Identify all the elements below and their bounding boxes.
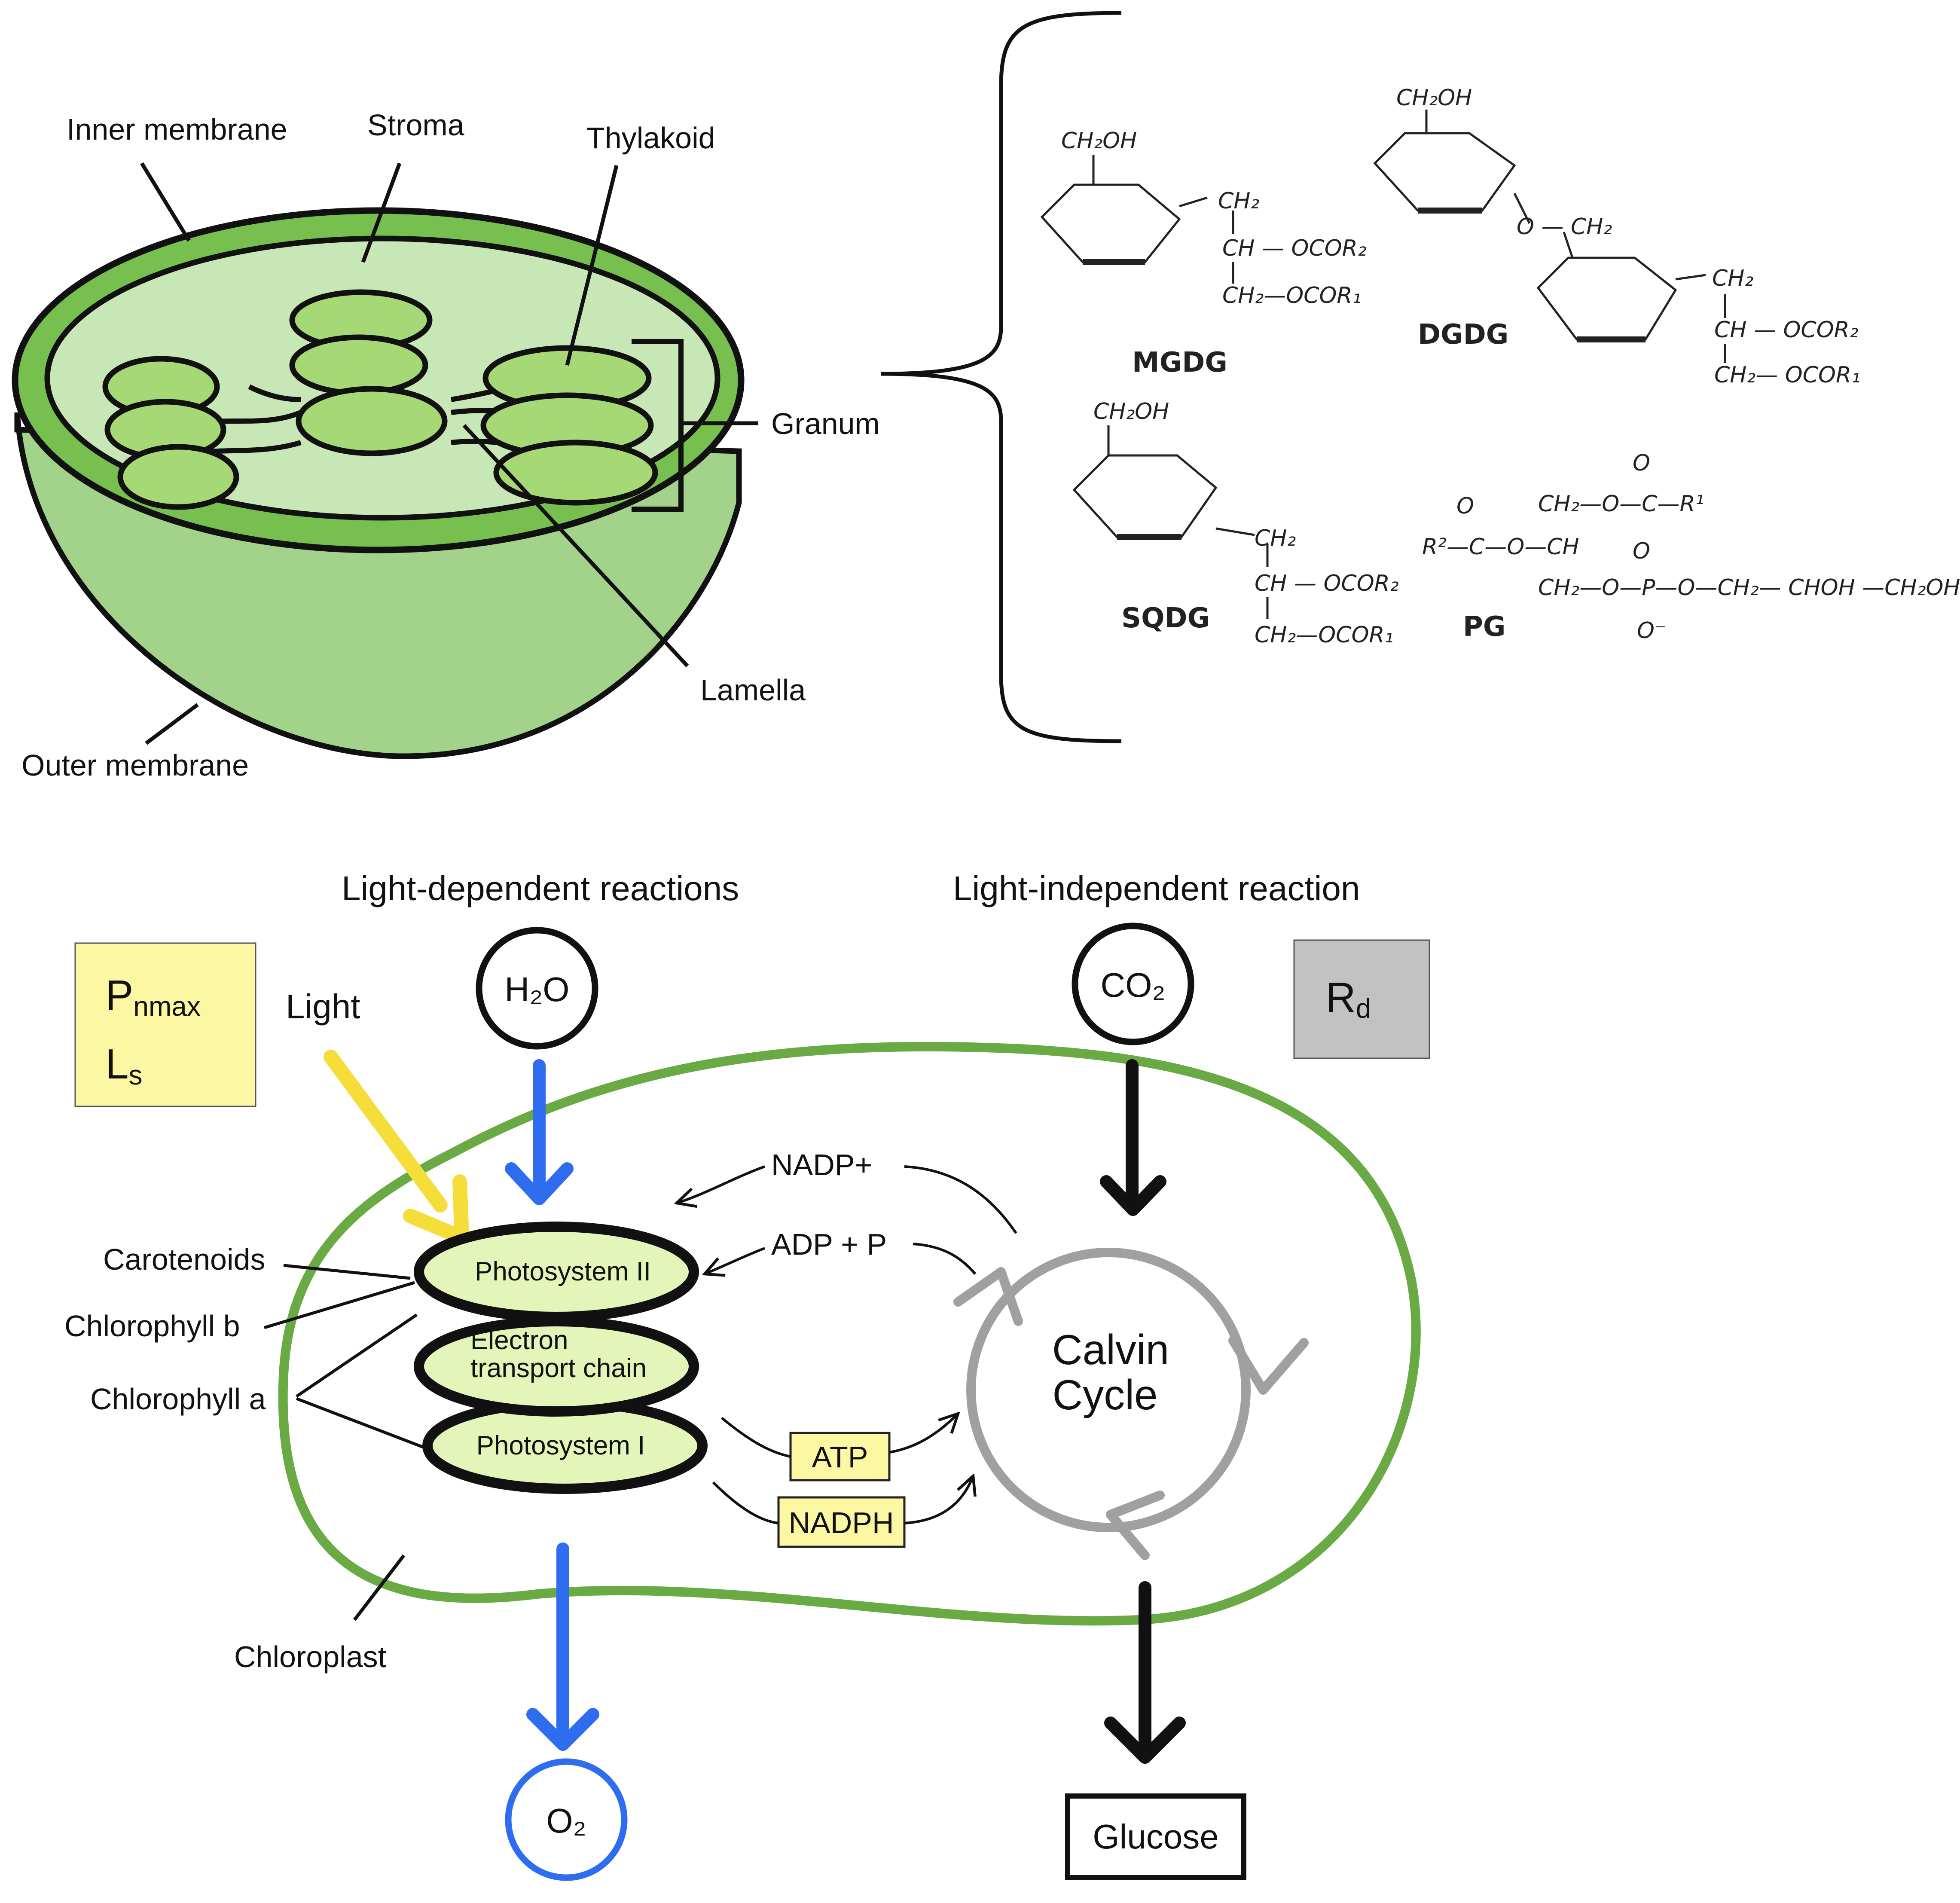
leader-lines	[140, 162, 758, 745]
h2o-arrow-head	[505, 1162, 574, 1205]
pigment-leaders	[263, 1264, 426, 1450]
pnmax-ls-box	[74, 942, 256, 1107]
thylakoid-disc	[493, 440, 658, 506]
pg-line3: CH₂—O—P—O—CH₂— CHOH —CH₂OH	[1538, 575, 1960, 601]
h2o-circle	[476, 927, 598, 1050]
light-label: Light	[286, 987, 360, 1026]
grana	[102, 289, 658, 510]
chloroplast-outline	[278, 1042, 1421, 1626]
atp-box	[789, 1432, 891, 1481]
glucose-label: Glucose	[1093, 1817, 1218, 1856]
sqdg-structure	[1072, 425, 1269, 619]
pg-line1: CH₂—O—C—R¹	[1538, 491, 1704, 517]
co2-circle	[1072, 922, 1194, 1045]
header-light-dependent: Light-dependent reactions	[342, 869, 739, 907]
thylakoid-disc	[117, 444, 239, 510]
calvin-label-line1: Calvin	[1052, 1326, 1169, 1373]
co2-arrow-head	[1100, 1175, 1166, 1216]
label-granum: Granum	[771, 407, 880, 440]
glucose-arrow-head	[1104, 1717, 1186, 1764]
pg-oxygen-top: O	[1633, 450, 1650, 476]
chlorophyll-b-label: Chlorophyll b	[64, 1309, 240, 1343]
lipid-structures: CH₂OH CH₂ CH — OCOR₂ CH₂—OCOR₁ MGDG CH₂O…	[880, 11, 1960, 743]
mgdg-chain-bot: CH₂—OCOR₁	[1222, 283, 1361, 309]
carotenoids-label: Carotenoids	[103, 1243, 265, 1276]
glucose-box	[1065, 1793, 1246, 1880]
label-inner-membrane: Inner membrane	[67, 113, 287, 146]
dgdg-chain-bot: CH₂— OCOR₁	[1714, 362, 1860, 388]
atp-label: ATP	[812, 1440, 868, 1474]
label-stroma: Stroma	[367, 108, 464, 142]
o2-label: O₂	[546, 1802, 586, 1840]
mgdg-chain-top: CH₂	[1218, 188, 1259, 214]
pnmax-label: Pnmax	[105, 971, 201, 1022]
etc-label-line1: Electron	[470, 1326, 568, 1355]
atp-arrow	[721, 1414, 958, 1458]
h2o-label: H₂O	[504, 970, 569, 1008]
o2-circle	[505, 1758, 628, 1881]
granum-bracket	[632, 339, 684, 512]
sqdg-chain-bot: CH₂—OCOR₁	[1255, 622, 1393, 648]
pg-line2: R²—C—O—CH	[1422, 534, 1579, 560]
chloroplast-leader	[353, 1554, 406, 1621]
co2-label: CO₂	[1100, 966, 1165, 1004]
photosystem-ii-label: Photosystem II	[475, 1257, 651, 1286]
rd-label: Rd	[1325, 974, 1371, 1024]
thylakoid-disc	[289, 334, 428, 396]
adp-p-arrow	[705, 1243, 977, 1274]
sqdg-chain-mid: CH — OCOR₂	[1255, 571, 1399, 596]
chlorophyll-a-label: Chlorophyll a	[90, 1382, 266, 1416]
nadp-plus-label: NADP+	[771, 1148, 872, 1182]
mgdg-chain-mid: CH — OCOR₂	[1222, 235, 1367, 261]
sqdg-ch2oh: CH₂OH	[1093, 399, 1169, 425]
curly-brace	[880, 11, 1122, 743]
calvin-label-line2: Cycle	[1052, 1371, 1157, 1418]
ls-label: Ls	[105, 1040, 143, 1090]
mgdg-name: MGDG	[1132, 347, 1227, 379]
thylakoid-disc	[296, 386, 448, 456]
label-thylakoid: Thylakoid	[586, 121, 715, 155]
dgdg-link: O — CH₂	[1517, 214, 1612, 240]
mgdg-structure	[1040, 155, 1234, 284]
rd-box	[1293, 939, 1430, 1059]
photosynthesis-diagram: Light-dependent reactions Light-independ…	[64, 869, 1430, 1881]
dgdg-ch2oh: CH₂OH	[1396, 85, 1472, 111]
calvin-cycle-circle	[966, 1248, 1251, 1532]
nadp-plus-arrow	[677, 1165, 1017, 1234]
calvin-cycle-arrowheads	[953, 1267, 1309, 1560]
adp-p-label: ADP + P	[771, 1228, 887, 1261]
chloroplast-label: Chloroplast	[234, 1640, 386, 1674]
pg-oxygen-minus: O⁻	[1637, 618, 1666, 644]
nadph-arrow	[712, 1476, 973, 1524]
label-lamella: Lamella	[700, 673, 806, 707]
mgdg-ch2oh: CH₂OH	[1061, 128, 1137, 154]
photosystem-i-label: Photosystem I	[476, 1431, 645, 1460]
dgdg-structure	[1373, 110, 1726, 363]
sqdg-name: SQDG	[1121, 602, 1210, 634]
o2-arrow-head	[526, 1708, 599, 1751]
etc-label-line2: transport chain	[470, 1353, 647, 1383]
label-outer-membrane: Outer membrane	[21, 748, 249, 782]
pg-oxygen-p: O	[1633, 538, 1650, 564]
header-light-independent: Light-independent reaction	[953, 869, 1360, 907]
dgdg-chain-mid: CH — OCOR₂	[1714, 317, 1859, 343]
sqdg-chain-top: CH₂	[1255, 525, 1296, 551]
dgdg-chain-top: CH₂	[1712, 266, 1753, 291]
nadph-label: NADPH	[788, 1506, 894, 1540]
pg-name: PG	[1463, 611, 1505, 643]
dgdg-name: DGDG	[1418, 319, 1508, 351]
chloroplast-structure: Inner membrane Stroma Thylakoid Granum L…	[12, 108, 880, 782]
pg-oxygen-left: O	[1456, 493, 1474, 519]
light-arrow-shaft	[324, 1050, 448, 1213]
